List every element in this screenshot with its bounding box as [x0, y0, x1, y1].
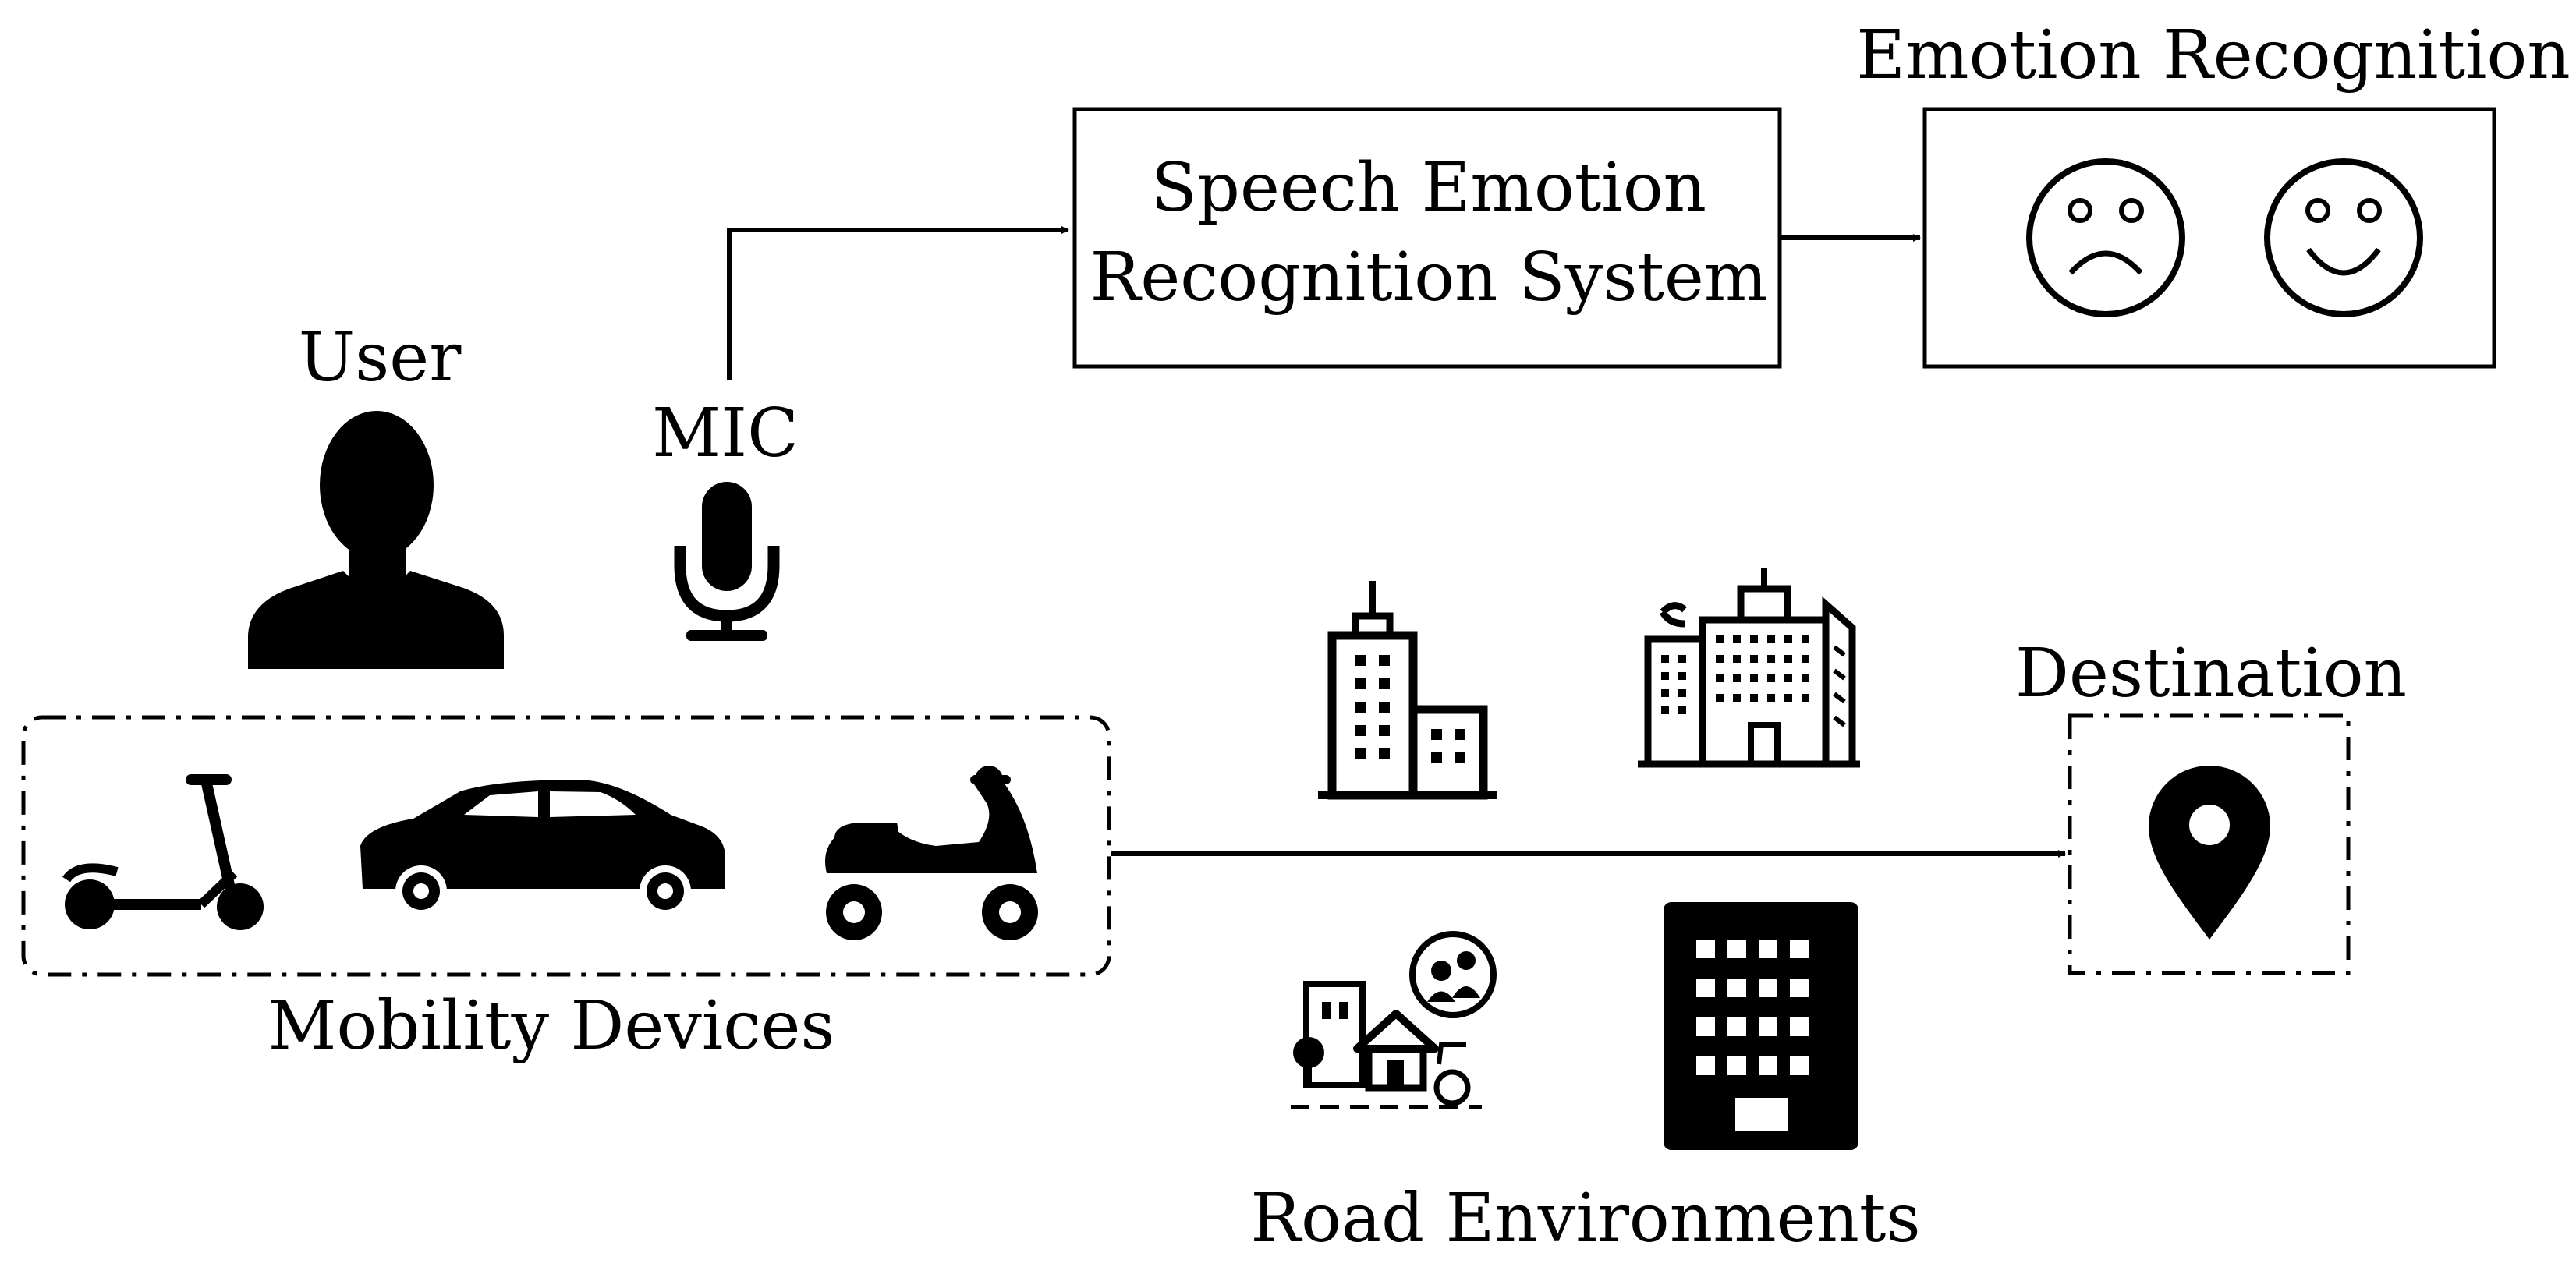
destination-box — [2068, 713, 2351, 975]
emotion-recognition-label: Emotion Recognition — [1856, 16, 2570, 94]
destination-label: Destination — [2015, 635, 2407, 713]
ser-label-line1: Speech Emotion — [1151, 149, 1706, 227]
mic-label: MIC — [652, 395, 799, 472]
road-environments-label: Road Environments — [1250, 1180, 1920, 1258]
moped-icon — [825, 766, 1038, 940]
microphone-icon — [674, 482, 780, 641]
user-silhouette-icon — [248, 411, 504, 669]
neighborhood-icon — [1291, 931, 1497, 1109]
emotion-recognition-box — [1922, 107, 2496, 369]
car-icon — [360, 780, 725, 917]
mobility-devices-box — [21, 715, 1111, 977]
user-label: User — [299, 319, 462, 397]
office-building-icon — [1638, 568, 1860, 768]
solid-building-icon — [1664, 902, 1858, 1150]
tower-building-icon — [1318, 581, 1497, 800]
sad-face-icon — [2026, 158, 2185, 317]
happy-face-icon — [2264, 158, 2423, 317]
location-pin-icon — [2149, 766, 2270, 940]
speech-emotion-recognition-box — [1072, 107, 1782, 369]
kick-scooter-icon — [62, 774, 264, 930]
mic-to-ser-arrow — [727, 226, 1069, 380]
mobility-devices-label: Mobility Devices — [268, 987, 834, 1065]
ser-label-line2: Recognition System — [1090, 239, 1768, 317]
